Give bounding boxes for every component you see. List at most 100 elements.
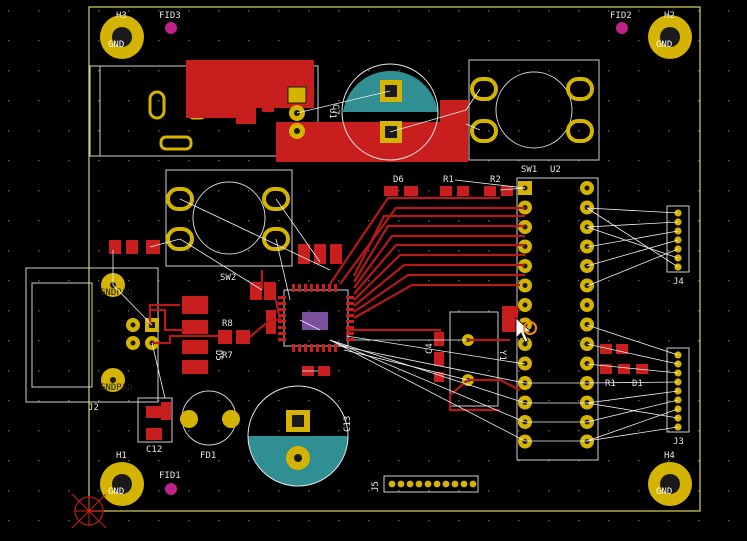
gndpad2-label: GNDPAD: [100, 383, 133, 393]
ratsnest-line: [586, 426, 679, 442]
mounting-hole-h1[interactable]: H1 GND: [100, 451, 144, 506]
trace: [274, 299, 282, 321]
ratsnest-line: [112, 284, 153, 326]
ratsnest-line: [275, 198, 321, 263]
ratsnest-line: [179, 238, 263, 291]
ratsnest-line: [586, 408, 679, 442]
j3-label: J3: [673, 437, 684, 447]
trace: [353, 263, 525, 307]
mounting-hole-h2[interactable]: H2 GND: [648, 11, 692, 59]
h4-label: H4: [664, 451, 675, 461]
trace: [346, 328, 442, 345]
header-j3[interactable]: J3: [666, 347, 690, 447]
gnd-label-a: GND: [108, 40, 124, 50]
r1-right-label: R1: [605, 379, 616, 389]
ratsnest-line: [586, 239, 679, 267]
trace: [353, 273, 525, 313]
ratsnest-line: [586, 381, 679, 384]
sw1-label: SW1: [521, 165, 537, 175]
regulator-u1[interactable]: U1: [287, 86, 337, 139]
u1-label: U1: [327, 108, 337, 119]
fid3-label: FID3: [159, 11, 181, 21]
r1-top-label: R1: [443, 175, 454, 185]
qfp-microcontroller[interactable]: [278, 284, 354, 352]
ratsnest-line: [343, 349, 469, 381]
trace: [353, 253, 525, 301]
trace: [339, 206, 525, 285]
j5-pin: [433, 480, 441, 488]
gndpad1-label: GNDPAD: [100, 288, 133, 298]
mcu-u2[interactable]: U2: [516, 165, 599, 461]
c13-label: C13: [343, 416, 353, 432]
ratsnest-line: [299, 319, 321, 331]
r7-label: R7: [222, 351, 233, 361]
crystal-y1[interactable]: Y1: [449, 311, 507, 407]
ratsnest-line: [586, 399, 679, 423]
origin-marker[interactable]: [71, 493, 107, 529]
part-labels: D6 R1 R2 R8 R7 R1 D1 D5: [213, 175, 643, 389]
trace: [353, 243, 525, 295]
ratsnest-line: [586, 324, 679, 356]
fiducial-fid2[interactable]: FID2: [610, 11, 632, 34]
j5-pin: [451, 480, 459, 488]
ratsnest-line: [586, 207, 679, 268]
trace: [353, 224, 525, 283]
ratsnest-line: [339, 345, 526, 384]
capacitor-c13[interactable]: C13: [247, 385, 353, 487]
u2-label: U2: [550, 165, 561, 175]
mouse-cursor: [515, 317, 537, 343]
j5-pin: [469, 480, 477, 488]
fid2-label: FID2: [610, 11, 632, 21]
gnd-label-c: GND: [108, 487, 124, 497]
ratsnest-line: [329, 339, 526, 442]
fd1-label: FD1: [200, 451, 216, 461]
ratsnest-line: [465, 123, 481, 131]
header-j4[interactable]: J4: [666, 205, 690, 287]
y1-label: Y1: [497, 350, 507, 361]
switch-sw2[interactable]: SW2: [165, 169, 293, 283]
ratsnest-line: [389, 109, 467, 133]
usb-connector-j2[interactable]: GNDPAD GNDPAD J2: [25, 267, 159, 413]
ratsnest-line: [296, 90, 391, 114]
header-j5[interactable]: J5: [371, 475, 479, 493]
ratsnest-line: [345, 335, 526, 365]
j5-pin: [388, 480, 396, 488]
j5-pin: [406, 480, 414, 488]
d6-label: D6: [393, 175, 404, 185]
j4-label: J4: [673, 277, 684, 287]
r8-label: R8: [222, 319, 233, 329]
trace: [329, 196, 500, 285]
ratsnest-lines: [112, 88, 679, 442]
ratsnest-line: [586, 207, 679, 214]
mounting-hole-h3[interactable]: H3 GND: [100, 11, 144, 59]
gnd-label-d: GND: [656, 487, 672, 497]
ratsnest-line: [586, 226, 679, 259]
capacitor-c4[interactable]: C4: [425, 332, 444, 382]
ratsnest-line: [454, 179, 526, 189]
j5-pin: [397, 480, 405, 488]
fiducial-fid1[interactable]: FID1: [159, 471, 181, 495]
ratsnest-line: [465, 88, 481, 111]
ratsnest-line: [586, 230, 679, 248]
j5-pin: [460, 480, 468, 488]
switch-sw1[interactable]: SW1: [468, 59, 600, 175]
d1-label: D1: [632, 379, 643, 389]
capacitor-c7[interactable]: C7: [330, 63, 439, 161]
h1-label: H1: [116, 451, 127, 461]
mounting-hole-h4[interactable]: H4 GND: [648, 451, 692, 506]
trace: [152, 334, 218, 345]
fiducial-fid3[interactable]: FID3: [159, 11, 181, 34]
ratsnest-line: [329, 339, 526, 423]
j5-label: J5: [371, 481, 381, 492]
ratsnest-line: [149, 238, 181, 248]
j5-pin: [442, 480, 450, 488]
d5-label: D5: [213, 350, 223, 361]
ratsnest-line: [275, 238, 291, 301]
trace: [353, 234, 525, 289]
ratsnest-line: [586, 363, 679, 374]
gnd-label-b: GND: [656, 40, 672, 50]
component-fd1[interactable]: FD1: [180, 390, 240, 461]
ratsnest-line: [586, 221, 679, 228]
capacitor-c12[interactable]: C12: [137, 397, 173, 455]
